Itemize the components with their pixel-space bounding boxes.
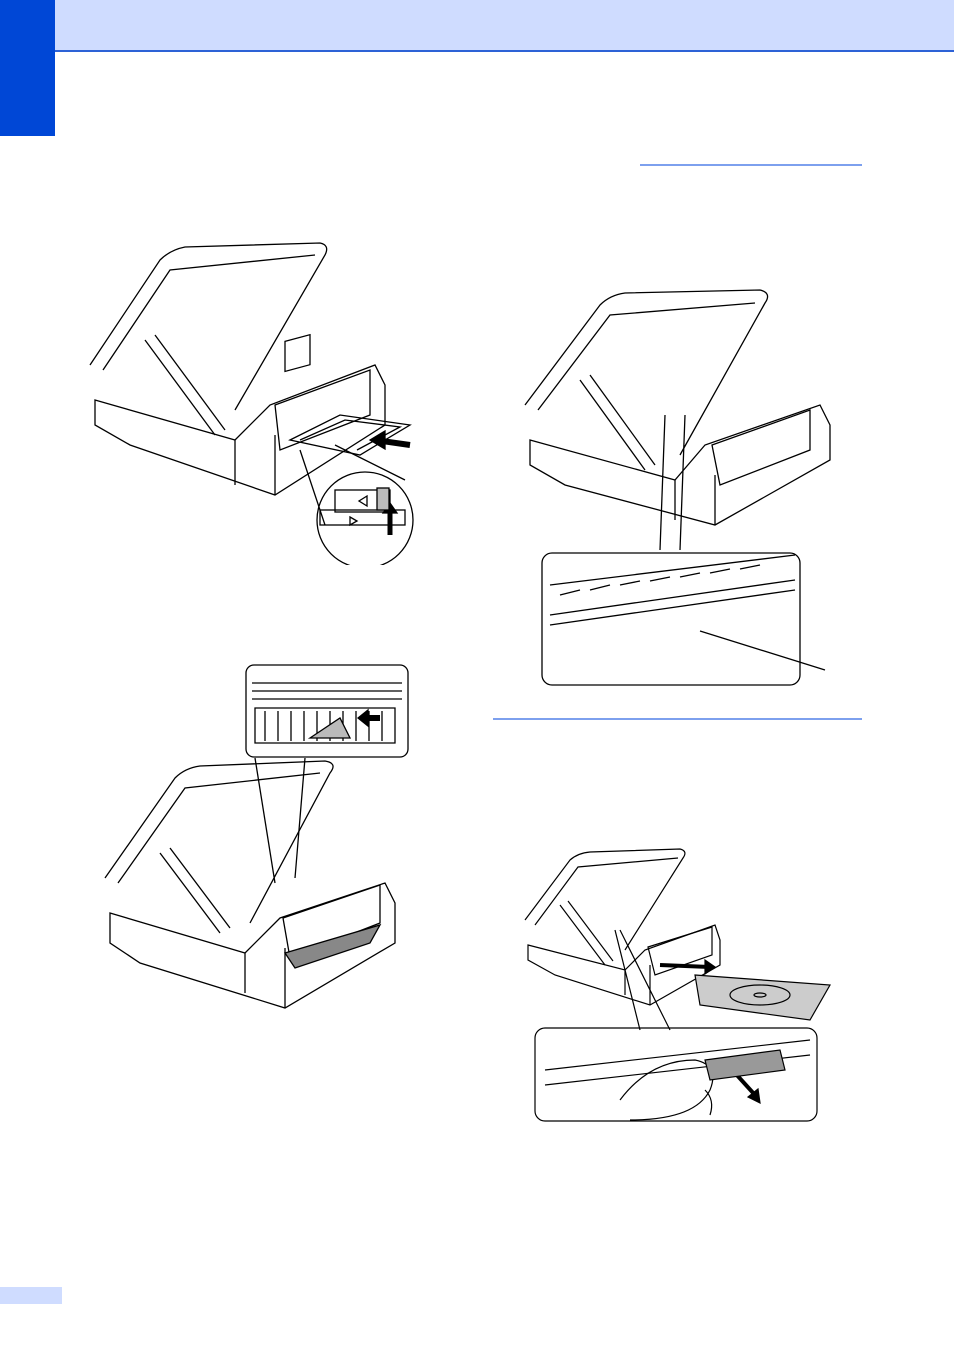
printer-icon bbox=[100, 663, 415, 1013]
printer-cleaning-plate-closeup bbox=[520, 285, 840, 695]
section-rule-2 bbox=[493, 718, 862, 720]
printer-paper-jam-closeup bbox=[100, 663, 415, 1013]
printer-icon bbox=[520, 285, 840, 695]
printer-icon bbox=[520, 845, 840, 1130]
chapter-tab bbox=[0, 0, 55, 136]
printer-icon bbox=[85, 235, 425, 565]
printer-open-with-tray-insert bbox=[85, 235, 425, 565]
page-header-band bbox=[0, 0, 954, 52]
page-number-tab bbox=[0, 1287, 62, 1304]
printer-remove-disc-tray bbox=[520, 845, 840, 1130]
section-rule-1 bbox=[640, 164, 862, 166]
